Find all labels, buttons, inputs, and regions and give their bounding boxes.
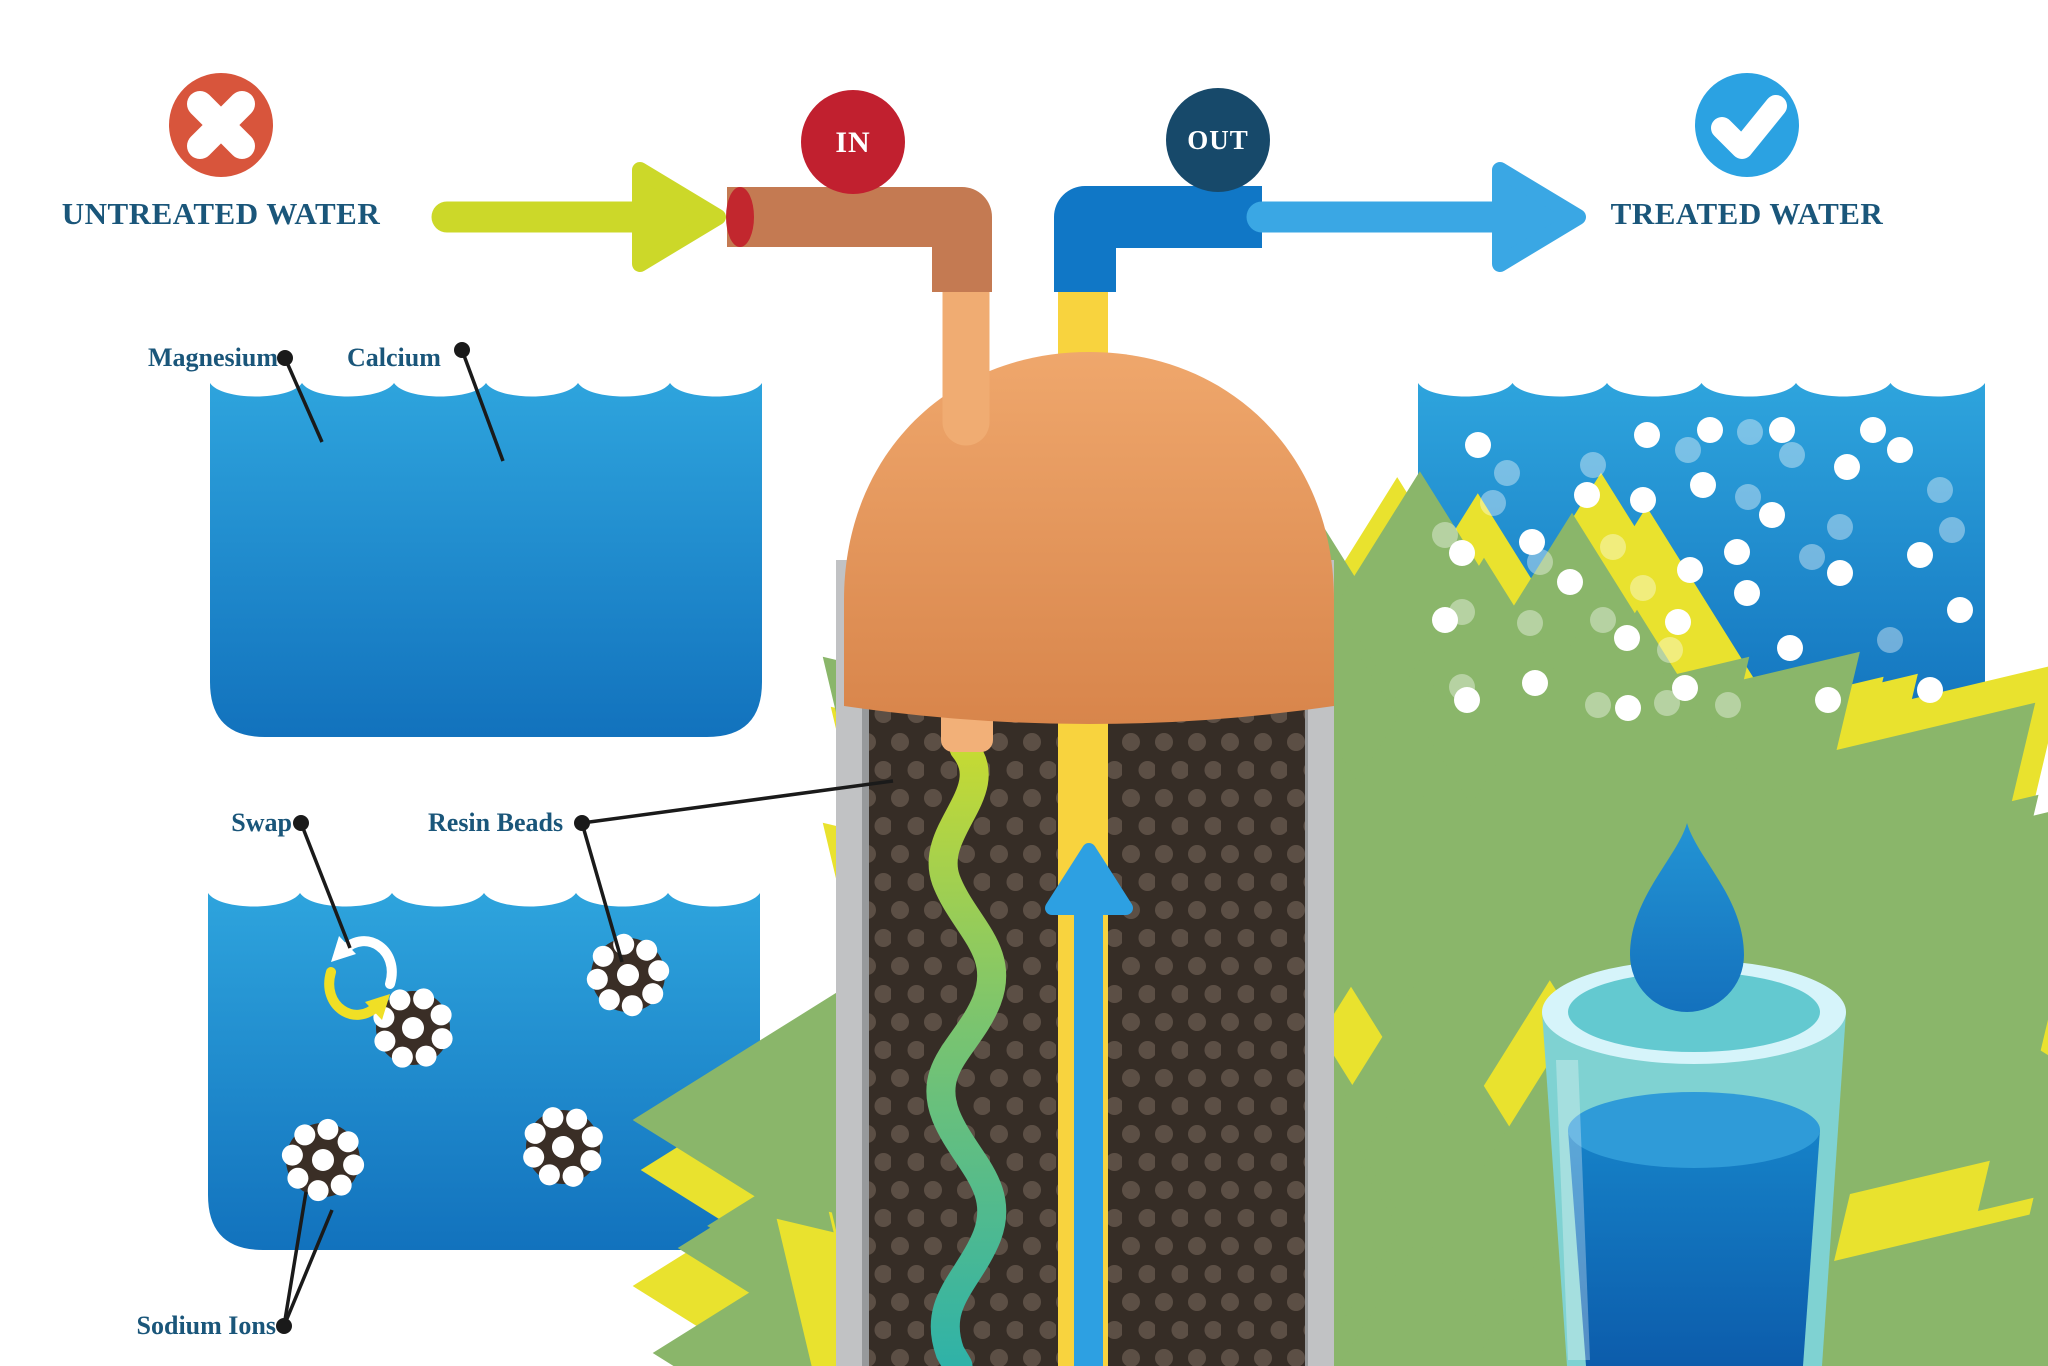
outlet-pipe bbox=[1054, 186, 1262, 292]
sodium-dot bbox=[1630, 487, 1656, 513]
sodium-dot bbox=[1432, 607, 1458, 633]
sodium-dot-faint bbox=[1580, 452, 1606, 478]
calcium-label: Calcium bbox=[347, 343, 441, 372]
sodium-dot-faint bbox=[1715, 692, 1741, 718]
water-glass bbox=[1542, 823, 1846, 1366]
sodium-dot-faint bbox=[1432, 522, 1458, 548]
sodium-ion-dots bbox=[1432, 417, 1973, 721]
sodium-dot bbox=[1759, 502, 1785, 528]
sodium-dot bbox=[1777, 635, 1803, 661]
treated-water-title: TREATED WATER bbox=[1610, 196, 1884, 231]
sodium-dot-faint bbox=[1449, 674, 1475, 700]
resin-bead-icon bbox=[523, 1107, 603, 1187]
sodium-dot-faint bbox=[1737, 419, 1763, 445]
sodium-dot-faint bbox=[1585, 692, 1611, 718]
sodium-dot bbox=[1860, 417, 1886, 443]
resin-bead-icon bbox=[586, 933, 670, 1017]
sodium-dot bbox=[1769, 417, 1795, 443]
out-port-badge bbox=[1166, 88, 1270, 192]
pipe-opening bbox=[726, 187, 754, 247]
pointer-dots bbox=[276, 342, 590, 1334]
sodium-dot bbox=[1449, 540, 1475, 566]
sodium-dot bbox=[1677, 557, 1703, 583]
sodium-dot bbox=[1574, 482, 1600, 508]
inlet-pipe bbox=[726, 187, 992, 292]
sodium-dot-faint bbox=[1927, 477, 1953, 503]
hard-water-flow-squiggle bbox=[926, 733, 1007, 1366]
sodium-dot-faint bbox=[1877, 627, 1903, 653]
sodium-dot-faint bbox=[1735, 484, 1761, 510]
sodium-dot-faint bbox=[1799, 544, 1825, 570]
treated-flow-arrow bbox=[1246, 162, 1586, 272]
out-port-label: OUT bbox=[1187, 125, 1249, 155]
sodium-dot bbox=[1947, 597, 1973, 623]
sodium-dot-faint bbox=[1590, 607, 1616, 633]
sodium-dot-faint bbox=[1939, 517, 1965, 543]
sodium-dot-faint bbox=[1675, 437, 1701, 463]
check-icon bbox=[1695, 73, 1799, 177]
sodium-dot-faint bbox=[1779, 442, 1805, 468]
sodium-dot bbox=[1690, 472, 1716, 498]
in-port-badge bbox=[801, 90, 905, 194]
sodium-dot bbox=[1634, 422, 1660, 448]
sodium-dot bbox=[1614, 625, 1640, 651]
sodium-dot-faint bbox=[1494, 460, 1520, 486]
sodium-dot bbox=[1815, 687, 1841, 713]
resin-beads-group bbox=[281, 933, 670, 1202]
swap-label: Swap bbox=[231, 808, 292, 837]
softened-water-tank bbox=[208, 893, 760, 1250]
magnesium-label: Magnesium bbox=[148, 343, 278, 372]
untreated-water-tank bbox=[210, 383, 762, 737]
sodium-dot bbox=[1454, 687, 1480, 713]
softener-tank bbox=[836, 238, 1334, 1366]
sodium-dot bbox=[1834, 454, 1860, 480]
sodium-dot-faint bbox=[1480, 490, 1506, 516]
sodium-dot-faint bbox=[1449, 599, 1475, 625]
sodium-dot bbox=[1917, 677, 1943, 703]
resin-beads-label: Resin Beads bbox=[428, 808, 564, 837]
sodium-dot bbox=[1672, 675, 1698, 701]
sodium-dot-faint bbox=[1527, 549, 1553, 575]
untreated-water-title: UNTREATED WATER bbox=[61, 196, 381, 231]
upflow-arrow bbox=[1045, 843, 1133, 1366]
sodium-dot bbox=[1697, 417, 1723, 443]
untreated-flow-arrow bbox=[431, 162, 726, 272]
sodium-dot bbox=[1519, 529, 1545, 555]
water-drop-icon bbox=[1630, 823, 1744, 1012]
tank-dome bbox=[844, 352, 1334, 724]
sodium-dot-faint bbox=[1827, 514, 1853, 540]
sodium-dot bbox=[1665, 609, 1691, 635]
sodium-dot-faint bbox=[1517, 610, 1543, 636]
sodium-dot bbox=[1465, 432, 1491, 458]
sodium-dot bbox=[1734, 580, 1760, 606]
swap-cycle-icon bbox=[324, 936, 397, 1020]
sodium-dot bbox=[1827, 560, 1853, 586]
sodium-dot bbox=[1557, 569, 1583, 595]
resin-bead-icon bbox=[281, 1118, 365, 1202]
sodium-dot-faint bbox=[1657, 637, 1683, 663]
sodium-dot bbox=[1907, 542, 1933, 568]
sodium-dot bbox=[1615, 695, 1641, 721]
in-port-label: IN bbox=[835, 126, 871, 159]
sodium-dot bbox=[1724, 539, 1750, 565]
sodium-dot-faint bbox=[1630, 575, 1656, 601]
sodium-dot-faint bbox=[1654, 690, 1680, 716]
pointer-lines bbox=[282, 349, 894, 1327]
cross-icon bbox=[169, 73, 273, 177]
sodium-dot bbox=[1887, 437, 1913, 463]
sodium-dot bbox=[1522, 670, 1548, 696]
sodium-dot-faint bbox=[1600, 534, 1626, 560]
sodium-ions-label: Sodium Ions bbox=[136, 1311, 276, 1340]
